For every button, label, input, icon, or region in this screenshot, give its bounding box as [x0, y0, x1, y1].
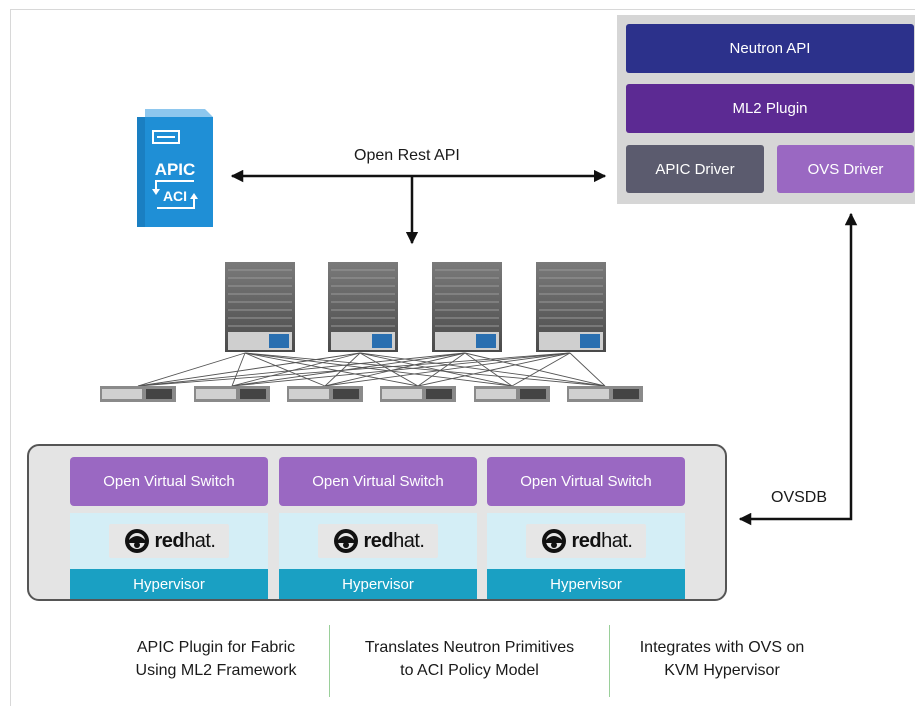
redhat-row: redhat.: [70, 513, 268, 569]
spine-switch: [225, 262, 295, 352]
hypervisor-column: Open Virtual Switch redhat. Hypervisor: [487, 457, 685, 599]
redhat-shadowman-icon: [124, 529, 149, 553]
caption-line: KVM Hypervisor: [664, 662, 780, 679]
open-virtual-switch-block: Open Virtual Switch: [70, 457, 268, 506]
apic-controller-icon: APIC ACI: [137, 109, 213, 227]
leaf-switch: [100, 386, 176, 402]
open-virtual-switch-block: Open Virtual Switch: [279, 457, 477, 506]
caption-line: Translates Neutron Primitives: [364, 639, 575, 656]
hypervisor-block: Hypervisor: [279, 569, 477, 599]
redhat-shadowman-icon: [541, 529, 566, 553]
caption-line: to ACI Policy Model: [400, 662, 539, 679]
redhat-wordmark-suffix: hat.: [184, 529, 216, 552]
leaf-switch: [380, 386, 456, 402]
redhat-wordmark: red: [363, 529, 394, 552]
caption-translates: Translates Neutron Primitives to ACI Pol…: [333, 636, 606, 682]
leaf-switch: [194, 386, 270, 402]
apic-driver-block: APIC Driver: [626, 145, 764, 193]
hypervisor-column: Open Virtual Switch redhat. Hypervisor: [279, 457, 477, 599]
redhat-wordmark: red: [154, 529, 185, 552]
spine-switch: [328, 262, 398, 352]
ovs-driver-block: OVS Driver: [777, 145, 914, 193]
ml2-plugin-block: ML2 Plugin: [626, 84, 914, 133]
redhat-row: redhat.: [487, 513, 685, 569]
caption-line: Integrates with OVS on: [639, 639, 805, 656]
leaf-switch: [567, 386, 643, 402]
leaf-switch: [474, 386, 550, 402]
spine-switch: [536, 262, 606, 352]
redhat-wordmark-suffix: hat.: [393, 529, 425, 552]
redhat-shadowman-icon: [333, 529, 358, 553]
redhat-wordmark: red: [571, 529, 602, 552]
caption-apic-plugin: APIC Plugin for Fabric Using ML2 Framewo…: [103, 636, 329, 682]
hypervisor-column: Open Virtual Switch redhat. Hypervisor: [70, 457, 268, 599]
redhat-logo: redhat.: [109, 524, 229, 558]
caption-divider: [609, 625, 610, 697]
open-virtual-switch-block: Open Virtual Switch: [487, 457, 685, 506]
spine-switch: [432, 262, 502, 352]
redhat-logo: redhat.: [318, 524, 438, 558]
leaf-switch: [287, 386, 363, 402]
hypervisor-block: Hypervisor: [487, 569, 685, 599]
redhat-row: redhat.: [279, 513, 477, 569]
ovsdb-arrow: [738, 212, 858, 526]
aci-label: ACI: [163, 188, 187, 204]
caption-integrates: Integrates with OVS on KVM Hypervisor: [614, 636, 830, 682]
caption-line: Using ML2 Framework: [135, 662, 297, 679]
neutron-api-block: Neutron API: [626, 24, 914, 73]
apic-label: APIC: [155, 160, 196, 179]
frame-top-border: [10, 9, 915, 10]
frame-left-border: [10, 9, 11, 706]
caption-line: APIC Plugin for Fabric: [136, 639, 296, 656]
ovsdb-label: OVSDB: [771, 489, 828, 506]
redhat-wordmark-suffix: hat.: [601, 529, 633, 552]
fabric-links: [137, 352, 606, 387]
hypervisor-block: Hypervisor: [70, 569, 268, 599]
redhat-logo: redhat.: [526, 524, 646, 558]
rest-api-label: Open Rest API: [354, 147, 460, 164]
caption-divider: [329, 625, 330, 697]
